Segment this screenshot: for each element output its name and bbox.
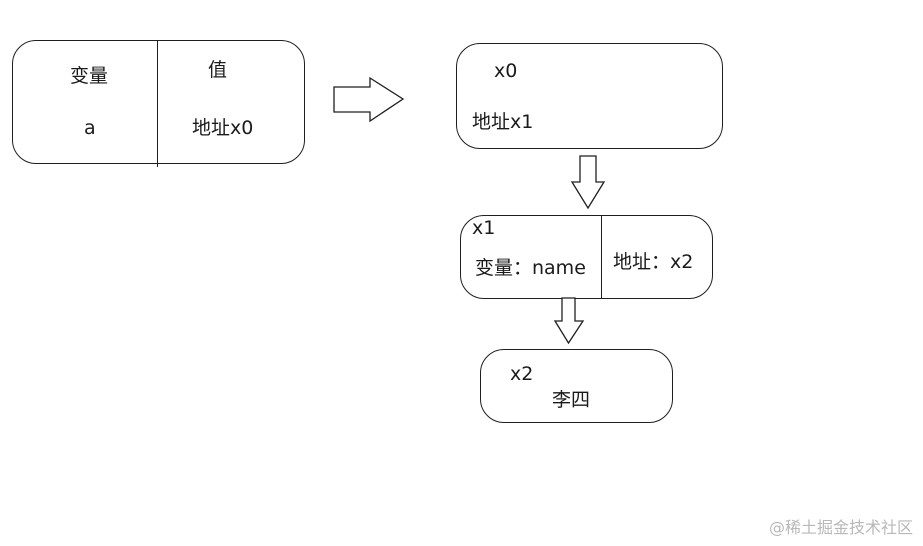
- object-x0-box: [456, 43, 723, 149]
- object-x1-value: 地址：x2: [613, 251, 694, 273]
- watermark-text: @稀土掘金技术社区: [768, 518, 913, 537]
- object-x1-divider: [601, 216, 602, 298]
- object-x1-label: x1: [472, 217, 496, 239]
- object-x2-label: x2: [510, 363, 534, 385]
- stack-variable-name: a: [84, 117, 96, 139]
- stack-variable-value: 地址x0: [192, 117, 254, 139]
- object-x0-label: x0: [494, 60, 518, 82]
- down-arrow-icon: [553, 297, 585, 345]
- object-x1-box: [460, 215, 713, 299]
- right-arrow-icon: [333, 76, 405, 123]
- stack-header-variable: 变量: [70, 65, 109, 87]
- stack-variable-box: [12, 40, 305, 164]
- object-x2-box: [480, 349, 673, 423]
- down-arrow-icon: [570, 155, 606, 210]
- object-x0-content: 地址x1: [472, 111, 534, 133]
- object-x2-content: 李四: [552, 389, 591, 411]
- stack-box-divider: [157, 40, 158, 167]
- stack-header-value: 值: [208, 59, 228, 81]
- object-x1-property: 变量：name: [475, 257, 586, 279]
